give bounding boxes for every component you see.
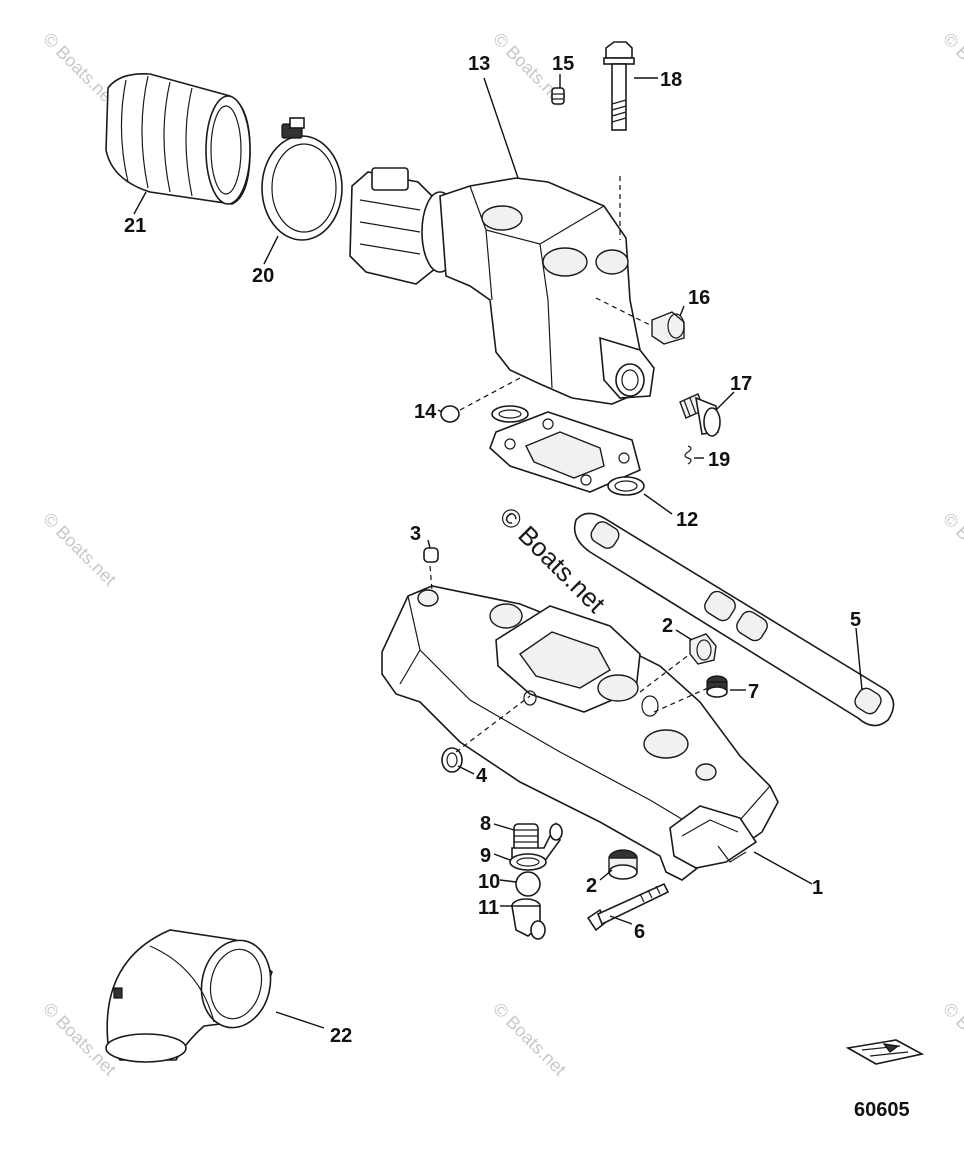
part-15-set-screw <box>551 87 565 105</box>
callout-5: 5 <box>850 609 861 631</box>
callout-17: 17 <box>730 373 752 395</box>
part-2-plug-upper <box>689 633 717 665</box>
part-9-o-ring <box>509 853 547 871</box>
leader-lines <box>133 74 863 1029</box>
callout-19: 19 <box>708 449 730 471</box>
watermark-bottom-center: © Boats.net <box>489 999 570 1080</box>
reference-number: 60605 <box>854 1099 910 1121</box>
callout-4: 4 <box>476 765 488 787</box>
callout-14: 14 <box>414 401 437 423</box>
callout-15: 15 <box>552 53 574 75</box>
callout-8: 8 <box>480 813 491 835</box>
callout-20: 20 <box>252 265 274 287</box>
watermark-bottom-right: © Boats.net <box>939 999 964 1080</box>
callout-11: 11 <box>478 897 499 919</box>
watermark-top-right: © Boats.net <box>939 29 964 110</box>
callout-12: 12 <box>676 509 698 531</box>
part-1-exhaust-manifold <box>381 585 779 881</box>
callout-3: 3 <box>410 523 421 545</box>
callout-13: 13 <box>468 53 490 75</box>
upper-gasket-assembly <box>489 405 645 496</box>
part-7-plug <box>706 675 728 698</box>
watermark-mid-left: © Boats.net <box>39 509 120 590</box>
alignment-lines <box>429 176 709 753</box>
callout-1: 1 <box>812 877 823 899</box>
part-2-plug-lower <box>608 849 638 880</box>
callout-2-upper: 2 <box>662 615 673 637</box>
callout-6: 6 <box>634 921 645 943</box>
part-21-bellows <box>105 72 251 205</box>
part-10-ball <box>515 871 541 897</box>
part-19-spring <box>684 445 692 465</box>
part-17-fitting <box>679 393 721 437</box>
callout-22: 22 <box>330 1025 352 1047</box>
part-8-tee-fitting <box>511 821 563 863</box>
watermark-mid-right: © Boats.net <box>939 509 964 590</box>
callout-18: 18 <box>660 69 682 91</box>
callout-21: 21 <box>124 215 146 237</box>
part-16-plug <box>651 311 685 345</box>
callouts: 13 15 18 21 20 16 17 14 19 12 3 5 2 7 4 … <box>124 53 861 1047</box>
callout-2-lower: 2 <box>586 875 597 897</box>
part-22-elbow-hose <box>105 929 273 1063</box>
part-14-cap <box>440 405 460 423</box>
part-3-cap <box>423 547 439 563</box>
part-18-bolt <box>603 41 635 131</box>
part-4-washer <box>441 747 463 773</box>
part-6-bolt <box>586 882 670 932</box>
callout-9: 9 <box>480 845 491 867</box>
callout-7: 7 <box>748 681 759 703</box>
boat-orientation-icon <box>845 1039 925 1065</box>
part-11-elbow-fitting <box>511 898 546 940</box>
part-5-exhaust-gasket <box>573 512 895 727</box>
part-13-riser <box>349 167 655 405</box>
callout-10: 10 <box>478 871 500 893</box>
part-20-hose-clamp <box>261 117 343 241</box>
callout-16: 16 <box>688 287 710 309</box>
